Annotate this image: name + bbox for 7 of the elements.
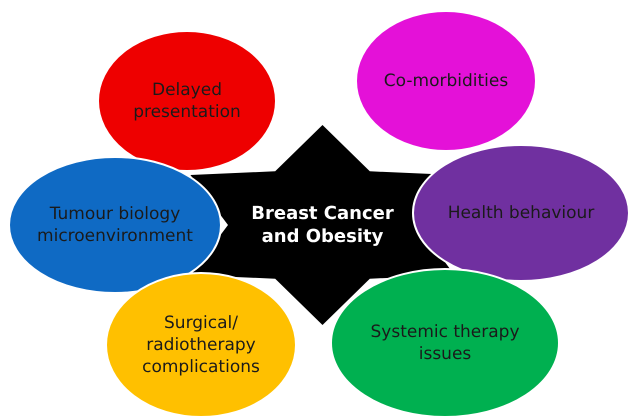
category-label: Delayed presentation [132,78,242,124]
category-label: Health behaviour [448,202,594,224]
category-label: Tumour biology microenvironment [36,202,194,248]
center-title: Breast Cancer and Obesity [250,202,395,248]
category-label: Surgical/ radiotherapy complications [141,312,261,378]
category-label: Systemic therapy issues [370,320,520,366]
category-label: Co-morbidities [384,70,508,92]
